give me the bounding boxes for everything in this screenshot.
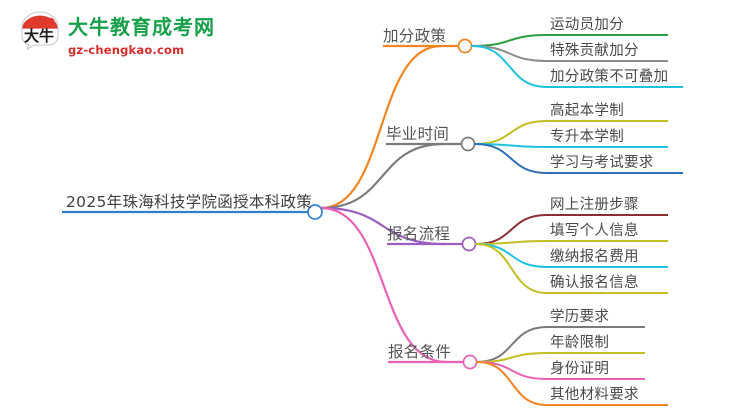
leaf-label-2-1[interactable]: 填写个人信息 [550, 223, 639, 239]
connector-root-to-branch-0 [319, 44, 443, 210]
leaf-label-1-1[interactable]: 专升本学制 [550, 129, 624, 145]
connector-root-to-branch-2 [319, 206, 447, 246]
connector-branch-1-leaf-0 [474, 120, 548, 145]
leaf-label-1-0[interactable]: 高起本学制 [550, 103, 624, 119]
connector-branch-1-leaf-2 [474, 143, 548, 174]
branch-label-0[interactable]: 加分政策 [383, 27, 447, 45]
logo-mark-text: 大牛 [24, 27, 54, 45]
connector-branch-3-leaf-3 [476, 361, 548, 406]
branch-node-2[interactable] [461, 236, 477, 252]
branch-label-1[interactable]: 毕业时间 [386, 125, 450, 143]
leaf-label-1-2[interactable]: 学习与考试要求 [550, 155, 654, 171]
connector-branch-2-leaf-3 [475, 243, 548, 294]
brand-name-cn: 大牛教育成考网 [68, 15, 215, 39]
leaf-label-3-3[interactable]: 其他材料要求 [550, 387, 639, 403]
connector-branch-0-leaf-0 [471, 34, 548, 47]
connector-branch-2-leaf-2 [475, 243, 548, 268]
branch-label-2[interactable]: 报名流程 [387, 225, 451, 243]
leaf-label-0-1[interactable]: 特殊贡献加分 [550, 43, 639, 59]
connector-branch-0-leaf-2 [471, 45, 548, 88]
leaf-label-2-3[interactable]: 确认报名信息 [550, 275, 639, 291]
site-logo[interactable]: 大牛 大牛教育成考网 gz-chengkao.com [18, 8, 228, 57]
branch-node-0[interactable] [457, 38, 473, 54]
leaf-label-0-0[interactable]: 运动员加分 [550, 17, 624, 33]
logo-dot [46, 17, 55, 27]
connector-root-to-branch-1 [319, 142, 446, 210]
logo-wordmark: 大牛教育成考网 gz-chengkao.com [68, 11, 215, 57]
connector-branch-3-leaf-2 [476, 361, 548, 380]
logo-mark-svg: 大牛 [21, 11, 59, 50]
connector-branch-2-leaf-0 [475, 214, 548, 245]
branch-node-3[interactable] [462, 354, 478, 370]
branch-node-1[interactable] [460, 136, 476, 152]
connector-root-to-branch-3 [319, 206, 448, 364]
root-label: 2025年珠海科技学院函授本科政策 [66, 193, 313, 211]
leaf-label-2-2[interactable]: 缴纳报名费用 [550, 249, 639, 265]
brand-domain: gz-chengkao.com [68, 43, 185, 57]
branch-label-3[interactable]: 报名条件 [388, 343, 452, 361]
leaf-label-3-0[interactable]: 学历要求 [550, 309, 610, 325]
leaf-label-0-2[interactable]: 加分政策不可叠加 [550, 69, 669, 85]
leaf-label-3-2[interactable]: 身份证明 [550, 361, 610, 377]
root-node[interactable] [307, 204, 323, 220]
connector-branch-3-leaf-1 [476, 352, 548, 363]
leaf-label-2-0[interactable]: 网上注册步骤 [550, 197, 639, 213]
daniu-speech-bubble-logo-icon: 大牛 [18, 10, 62, 50]
leaf-label-3-1[interactable]: 年龄限制 [550, 335, 610, 351]
